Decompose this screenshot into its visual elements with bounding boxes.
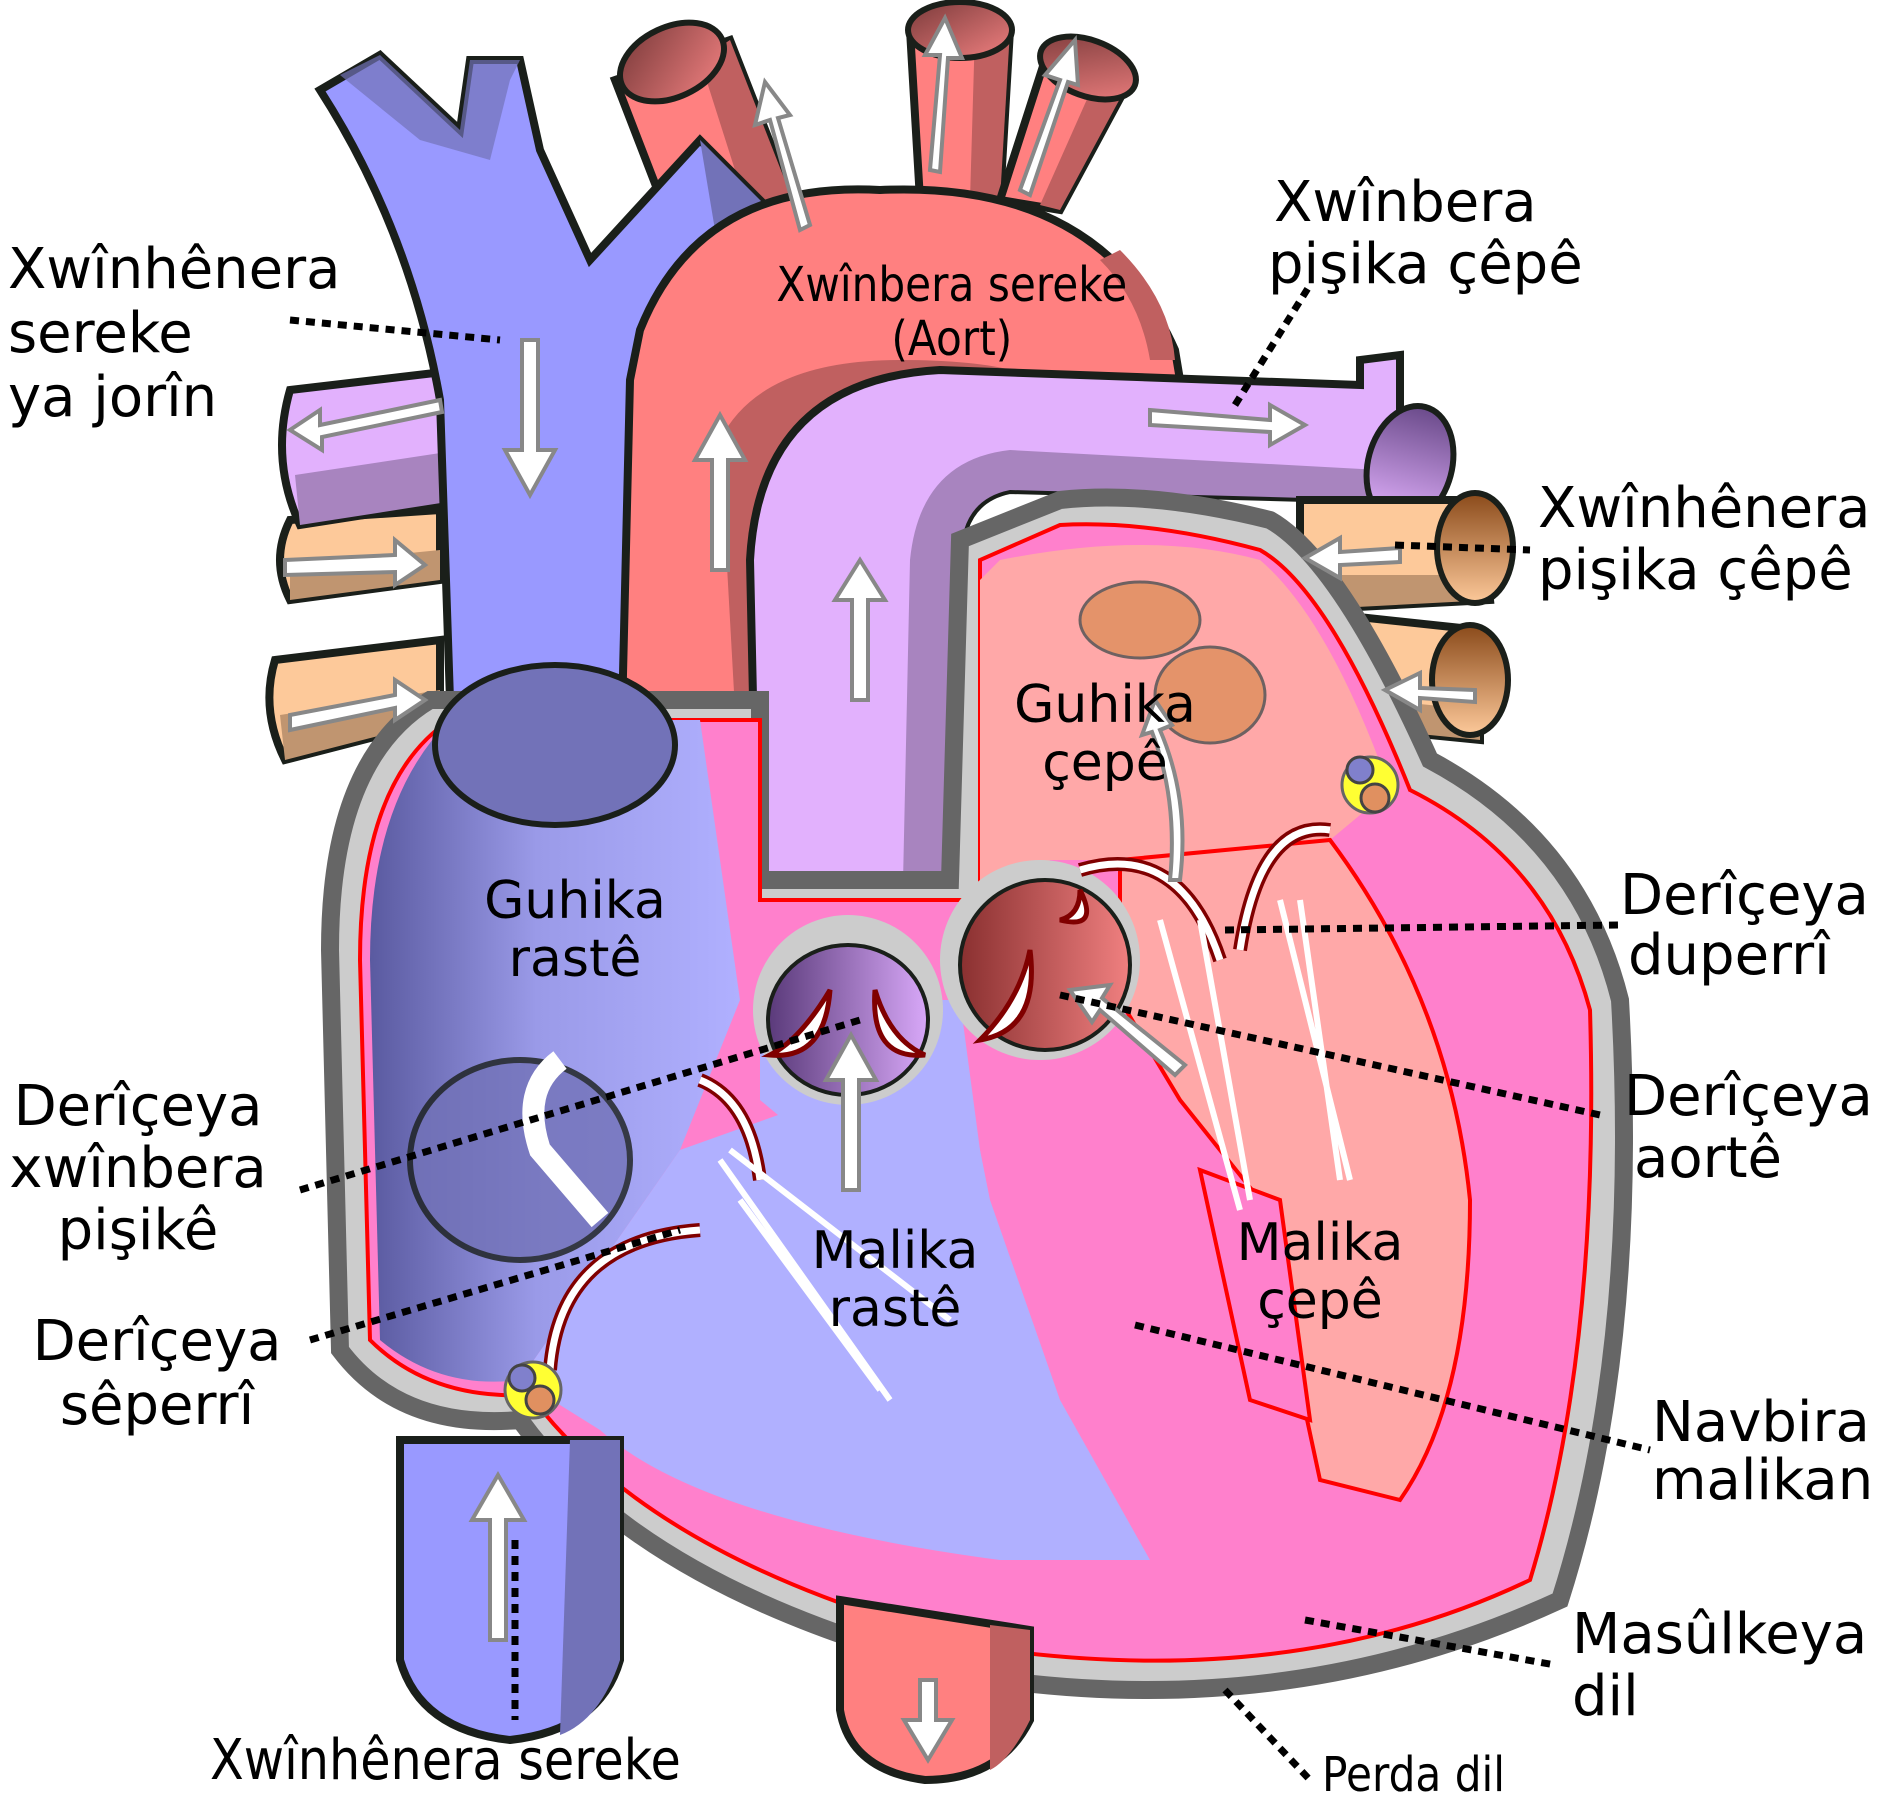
aortic-valve bbox=[940, 860, 1140, 1060]
label-line: Derîçeya bbox=[13, 1074, 263, 1139]
label-line: pişika çêpê bbox=[1268, 232, 1583, 297]
label-right-ventricle: Malika rastê bbox=[790, 1222, 1000, 1338]
pulmonary-valve bbox=[753, 915, 943, 1105]
label-line: pişika çêpê bbox=[1538, 538, 1853, 603]
label-tricuspid-valve: Derîçeya sêperrî bbox=[22, 1310, 292, 1438]
label-septum: Navbira malikan bbox=[1652, 1394, 1873, 1510]
label-line: xwînbera bbox=[9, 1136, 267, 1201]
label-line: Xwînbera bbox=[1274, 170, 1537, 235]
leader-lines bbox=[289, 283, 1651, 1783]
label-line: Xwînhênera bbox=[8, 237, 341, 302]
ivc-opening bbox=[407, 1057, 633, 1263]
label-left-atrium: Guhika çepê bbox=[995, 676, 1215, 792]
pulmonary-vein-openings bbox=[1078, 580, 1267, 745]
coronary-vessels-left bbox=[1340, 755, 1400, 815]
label-line: Malika bbox=[811, 1221, 979, 1281]
label-line: Xwînhênera bbox=[1538, 476, 1871, 541]
label-line: Perda dil bbox=[1322, 1747, 1505, 1803]
svc-opening bbox=[432, 662, 678, 828]
label-myocardium: Masûlkeya dil bbox=[1572, 1604, 1867, 1728]
label-line: malikan bbox=[1652, 1448, 1874, 1513]
label-pericardium: Perda dil bbox=[1322, 1748, 1505, 1802]
label-line: çepê bbox=[1042, 733, 1168, 793]
flow-arrows bbox=[283, 13, 1477, 1764]
heart-body bbox=[320, 488, 1633, 1699]
label-pulmonary-valve: Derîçeya xwînbera pişikê bbox=[0, 1076, 276, 1262]
label-line: çepê bbox=[1257, 1271, 1383, 1331]
label-line: rastê bbox=[508, 929, 642, 989]
label-line: pişikê bbox=[57, 1198, 219, 1263]
label-line: Guhika bbox=[1014, 675, 1196, 735]
label-line: Masûlkeya bbox=[1572, 1602, 1868, 1667]
label-line: (Aort) bbox=[891, 311, 1013, 367]
label-line: Xwînbera sereke bbox=[776, 257, 1128, 313]
label-pulmonary-vein: Xwînhênera pişika çêpê bbox=[1538, 478, 1870, 602]
mitral-valve bbox=[1077, 822, 1353, 1211]
label-line: Navbira bbox=[1652, 1390, 1870, 1455]
label-line: Xwînhênera sereke bbox=[210, 1728, 681, 1793]
label-line: aortê bbox=[1634, 1126, 1783, 1191]
label-aortic-valve: Derîçeya aortê bbox=[1624, 1066, 1873, 1190]
label-line: dil bbox=[1572, 1664, 1639, 1729]
inferior-vena-cava bbox=[396, 1436, 624, 1745]
label-line: ya jorîn bbox=[8, 365, 218, 430]
label-line: sêperrî bbox=[59, 1373, 255, 1438]
label-aorta: Xwînbera sereke (Aort) bbox=[745, 258, 1159, 366]
label-right-atrium: Guhika rastê bbox=[470, 872, 680, 988]
label-line: sereke bbox=[8, 301, 193, 366]
label-superior-vena-cava: Xwînhênera sereke ya jorîn bbox=[8, 238, 340, 430]
label-inferior-vena-cava: Xwînhênera sereke bbox=[210, 1728, 681, 1793]
label-line: Derîçeya bbox=[1620, 863, 1869, 928]
label-left-ventricle: Malika çepê bbox=[1220, 1214, 1420, 1330]
coronary-vessels-right bbox=[503, 1360, 563, 1420]
label-line: rastê bbox=[828, 1279, 962, 1339]
label-mitral-valve: Derîçeya duperrî bbox=[1620, 866, 1869, 986]
label-line: Guhika bbox=[484, 871, 666, 931]
label-line: Derîçeya bbox=[1624, 1064, 1873, 1129]
label-line: Malika bbox=[1236, 1213, 1404, 1273]
label-line: duperrî bbox=[1628, 923, 1830, 988]
label-line: Derîçeya bbox=[32, 1309, 282, 1374]
label-pulmonary-artery: Xwînbera pişika çêpê bbox=[1268, 172, 1583, 296]
